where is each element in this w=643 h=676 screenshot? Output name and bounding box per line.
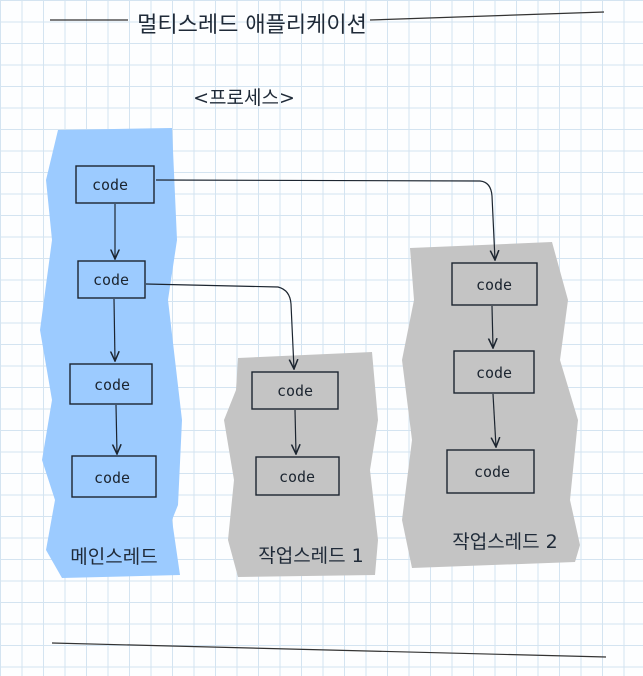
code-block-main-1: code [75, 165, 155, 204]
code-block-worker1-2: code [255, 456, 340, 496]
diagram-title: 멀티스레드 애플리케이션 [137, 13, 367, 38]
code-block-label: code [92, 176, 128, 194]
code-block-label: code [474, 463, 510, 481]
code-block-label: code [476, 276, 512, 294]
thread-label-main: 메인스레드 [70, 546, 157, 568]
flow-arrow-main-3-4 [116, 404, 117, 454]
flow-arrow-worker1-1-2 [295, 409, 296, 454]
main-thread-lane [40, 128, 182, 578]
bottom-rule [51, 642, 607, 658]
code-block-label: code [277, 382, 313, 400]
code-block-main-4: code [71, 455, 157, 498]
flow-arrow-worker2-1-2 [492, 305, 493, 348]
spawn-arrow-main-to-worker2 [155, 179, 495, 260]
code-block-worker2-1: code [451, 262, 538, 306]
code-block-label: code [279, 468, 315, 486]
code-block-main-3: code [69, 363, 153, 405]
worker-thread-1-lane [224, 352, 378, 577]
flow-arrow-worker2-2-3 [493, 393, 496, 447]
code-block-worker2-3: code [446, 449, 535, 494]
code-block-worker2-2: code [453, 350, 535, 394]
process-label: <프로세스> [193, 87, 295, 109]
code-block-worker1-1: code [251, 371, 339, 410]
spawn-arrow-main-to-worker1 [145, 283, 294, 369]
code-block-label: code [476, 364, 512, 382]
code-block-label: code [94, 376, 130, 394]
flow-arrow-main-2-3 [114, 298, 115, 361]
code-block-main-2: code [77, 260, 146, 299]
title-rule-right [369, 11, 605, 21]
code-block-label: code [93, 271, 129, 289]
thread-label-worker2: 작업스레드 2 [452, 531, 558, 553]
thread-label-worker1: 작업스레드 1 [258, 545, 364, 567]
code-block-label: code [94, 469, 130, 487]
